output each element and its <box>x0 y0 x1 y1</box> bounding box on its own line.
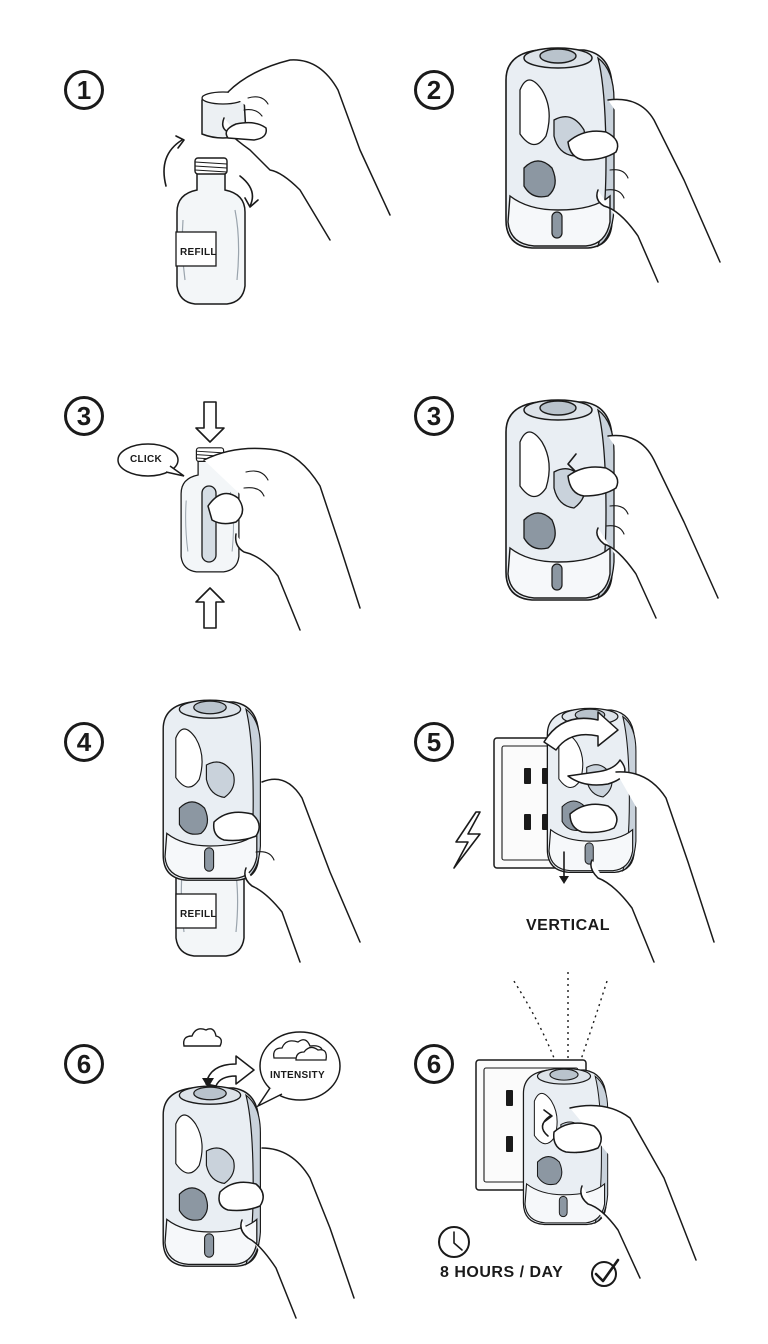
refill-bottle <box>176 157 246 305</box>
hand <box>569 771 715 963</box>
lightning-icon <box>453 811 481 869</box>
step-number-badge: 2 <box>414 70 454 110</box>
step-5-illustration <box>453 707 715 963</box>
cloud-icon <box>182 1028 223 1047</box>
rotate-arrows-icon <box>541 1109 553 1137</box>
step-4-panel: 4 REFILL <box>0 672 384 1008</box>
step-number-badge: 6 <box>64 1044 104 1084</box>
step-1-illustration <box>163 59 391 305</box>
refill-label: REFILL <box>180 247 217 258</box>
hand <box>567 434 719 619</box>
scent-diffusion-lines <box>511 968 609 1075</box>
hand <box>218 1147 355 1319</box>
click-speech-bubble <box>117 443 185 477</box>
step-6b-panel: 6 8 HOURS / DAY <box>384 968 768 1344</box>
step-number-badge: 5 <box>414 722 454 762</box>
step-5-panel: 5 VERTICAL <box>384 672 768 1008</box>
clock-icon <box>438 1226 470 1258</box>
step-6b-illustration <box>438 968 697 1287</box>
intensity-speech-bubble <box>255 1031 341 1108</box>
step-2-illustration <box>505 47 721 283</box>
step-number-badge: 4 <box>64 722 104 762</box>
step-1-panel: 1 REFILL <box>0 0 391 336</box>
step-3b-panel: 3 <box>384 336 768 672</box>
hours-per-day-label: 8 HOURS / DAY <box>440 1264 564 1281</box>
step-3-illustration <box>117 401 361 631</box>
step-number-badge: 3 <box>414 396 454 436</box>
step-6-illustration <box>162 1028 355 1319</box>
click-label: CLICK <box>130 454 163 465</box>
hand <box>203 447 361 631</box>
step-2-panel: 2 <box>384 0 768 336</box>
rotate-arrows-icon <box>202 1055 255 1088</box>
step-6-panel: 6 INTENSITY <box>0 1008 384 1344</box>
vertical-label: VERTICAL <box>526 917 610 934</box>
push-arrow-icon <box>195 401 225 629</box>
step-number-badge: 3 <box>64 396 104 436</box>
hand <box>553 1104 697 1279</box>
step-3b-illustration <box>505 399 719 619</box>
hand <box>212 778 361 963</box>
push-arrow-icon <box>559 851 569 884</box>
cloud-icon <box>295 1046 327 1061</box>
step-3-panel: 3 CLICK <box>0 336 384 672</box>
step-number-badge: 1 <box>64 70 104 110</box>
diffuser-device <box>162 699 262 881</box>
refill-label: REFILL <box>180 909 217 920</box>
step-4-illustration <box>162 699 361 963</box>
hand <box>221 59 391 241</box>
step-number-badge: 6 <box>414 1044 454 1084</box>
diffuser-device <box>505 399 615 601</box>
checkmark-icon <box>591 1258 620 1287</box>
rotate-arrows-icon <box>163 135 259 208</box>
rotate-arrows-icon <box>543 711 626 786</box>
hand <box>567 98 721 283</box>
intensity-label: INTENSITY <box>270 1070 325 1081</box>
diffuser-device <box>162 1085 262 1267</box>
